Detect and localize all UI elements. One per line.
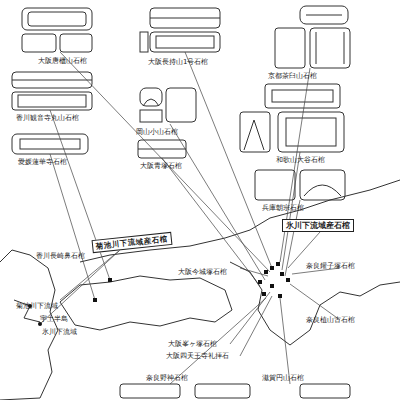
site-label: 大阪唐櫃山石棺 [38,57,87,65]
site-label: 大阪四天王寺礼拝石 [166,352,229,360]
site-label: 宇土半島 [40,315,68,323]
site-label: 香川長崎鼻石棺 [36,252,85,260]
site-label: 岡山小山石棺 [136,128,178,136]
site-label: 大阪今城塚石棺 [178,268,227,276]
box-text: 氷川下流域産石棺 [286,221,350,230]
site-label: 滋賀円山石棺 [262,374,304,382]
site-label: 京都茶臼山石棺 [268,72,317,80]
site-label: 菊池川下流域 [16,302,58,310]
site-label: 和歌山大谷石棺 [276,156,325,164]
site-label: 大阪峯ヶ塚石棺 [168,340,217,348]
source-box: 菊池川下流域産石棺 [92,232,173,253]
site-label: 氷川下流域 [42,328,77,336]
site-label: 大阪長持山1号石棺 [148,58,208,66]
source-box: 氷川下流域産石棺 [282,219,354,232]
site-label: 愛媛蓮華寺石棺 [18,158,67,166]
site-label: 兵庫朝宗石棺 [262,204,304,212]
site-label: 大阪青塚石棺 [140,162,182,170]
box-text: 菊池川下流域産石棺 [96,234,169,250]
site-label: 奈良野神石棺 [146,374,188,382]
site-label: 奈良鑵子塚石棺 [306,262,355,270]
site-label: 香川観音寺丸山石棺 [16,114,79,122]
site-label: 奈良植山古石棺 [306,316,355,324]
